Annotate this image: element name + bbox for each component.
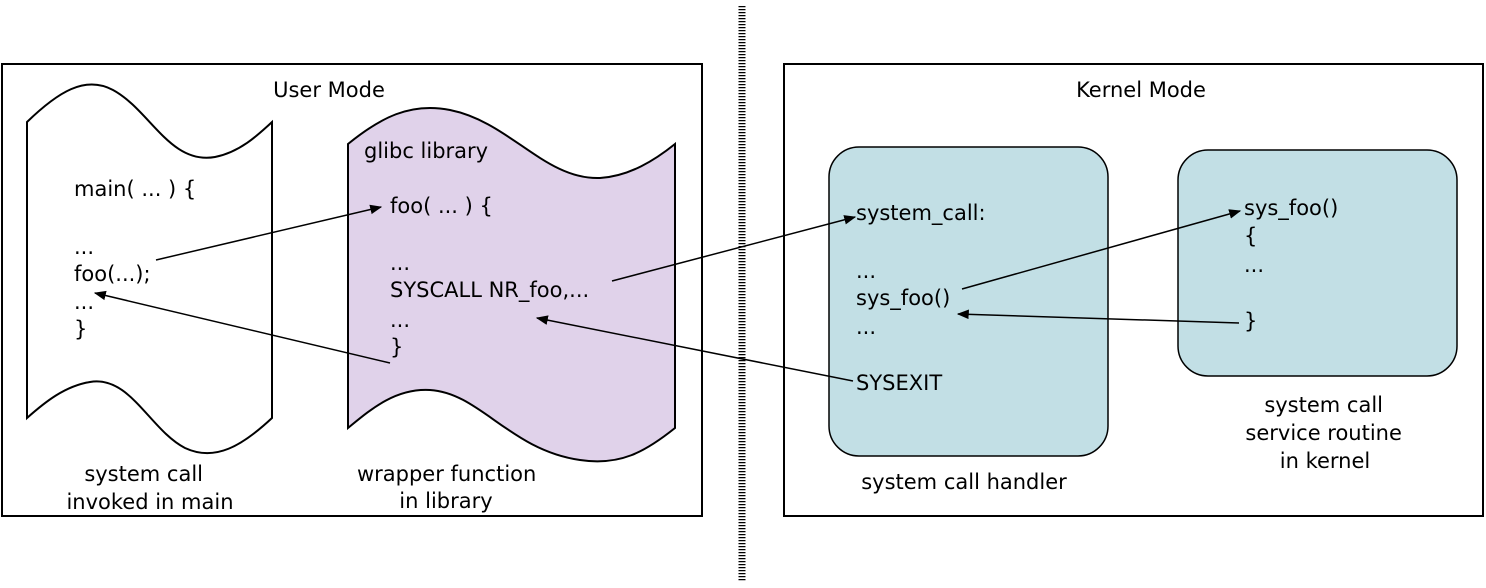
handler-line: system_call: — [856, 201, 986, 226]
kernel-mode-title: Kernel Mode — [1076, 78, 1206, 102]
library-caption: wrapper function in library — [357, 462, 543, 513]
main-code-shape — [26, 83, 273, 455]
library-line: ... — [390, 251, 410, 275]
main-line: ... — [74, 235, 94, 259]
handler-line: ... — [856, 315, 876, 339]
library-line: } — [390, 335, 403, 359]
service-line: } — [1244, 309, 1257, 333]
user-mode-title: User Mode — [273, 78, 385, 102]
main-code-text: main( ... ) { ... foo(...); ... } — [74, 177, 203, 341]
library-title: glibc library — [364, 139, 488, 163]
library-caption-line: wrapper function — [357, 462, 536, 486]
service-caption-line: in kernel — [1280, 449, 1370, 473]
main-line: } — [74, 317, 87, 341]
library-code-text: foo( ... ) { ... SYSCALL NR_foo,... ... … — [390, 194, 596, 359]
handler-line: SYSEXIT — [856, 371, 942, 395]
main-caption: system call invoked in main — [66, 462, 233, 514]
library-line: ... — [390, 308, 410, 332]
user-mode-box — [1, 63, 703, 517]
service-line: { — [1244, 224, 1257, 248]
arrow-syscall-to-handler — [611, 215, 857, 282]
library-line: foo( ... ) { — [390, 194, 493, 218]
arrow-foo-return-to-main — [93, 290, 391, 364]
service-line: sys_foo() — [1244, 196, 1338, 221]
handler-line: sys_foo() — [856, 286, 950, 311]
handler-code-text: system_call: ... sys_foo() ... SYSEXIT — [856, 201, 992, 395]
service-line: ... — [1244, 253, 1264, 277]
arrow-handler-to-service — [961, 209, 1242, 290]
main-line: main( ... ) { — [74, 177, 196, 201]
library-line: SYSCALL NR_foo,... — [390, 278, 589, 303]
library-caption-line: in library — [399, 489, 492, 513]
arrow-main-to-foo — [155, 204, 383, 261]
main-caption-line: invoked in main — [66, 490, 233, 514]
handler-caption: system call handler — [861, 470, 1067, 494]
kernel-mode-box — [783, 63, 1484, 517]
main-caption-line: system call — [84, 462, 203, 486]
service-box — [1177, 149, 1458, 377]
main-line: ... — [74, 290, 94, 314]
library-code-shape — [347, 106, 676, 463]
handler-box — [828, 146, 1109, 457]
main-line: foo(...); — [74, 262, 151, 286]
arrow-service-return-to-handler — [956, 309, 1240, 324]
service-caption-line: system call — [1264, 393, 1383, 417]
service-caption: system call service routine in kernel — [1245, 393, 1408, 473]
handler-line: ... — [856, 259, 876, 283]
service-code-text: sys_foo() { ... } — [1244, 196, 1345, 333]
user-mode-region: User Mode main( ... ) { ... foo(...); ..… — [1, 63, 703, 517]
service-caption-line: service routine — [1245, 421, 1402, 445]
arrow-sysexit-to-library — [535, 315, 854, 382]
kernel-mode-region: Kernel Mode system_call: ... sys_foo() .… — [783, 63, 1484, 517]
